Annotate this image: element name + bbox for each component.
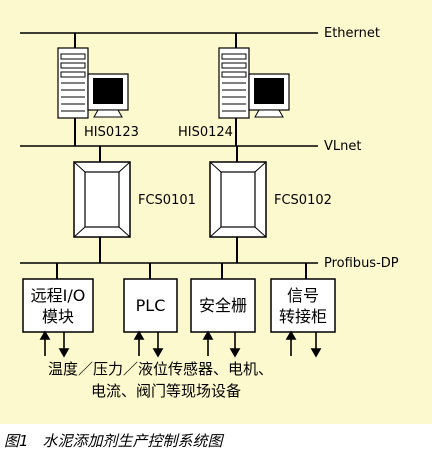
ethernet-label: Ethernet [324,26,380,41]
signal-cabinet-label: 信号 转接柜 [271,285,335,327]
plc-label: PLC [124,295,177,316]
plc-box [123,278,178,333]
workstation-1-label: HIS0123 [84,125,139,140]
diagram-graphics [20,32,336,358]
figure-number: 图1 [4,432,29,450]
remote-io-box [22,278,94,333]
plc-label-line1: PLC [135,296,166,315]
remote-io-label-line2: 模块 [41,307,74,326]
safety-barrier-label-line1: 安全栅 [198,296,247,315]
controller-1-label: FCS0101 [138,193,196,208]
remote-io-label: 远程I/O 模块 [23,285,93,327]
field-description-line2: 电流、阀门等现场设备 [91,382,242,400]
signal-cabinet-label-line2: 转接柜 [278,307,327,326]
controller-2 [209,146,267,263]
workstation-1 [57,33,129,146]
field-io-arrows [39,330,322,358]
vlnet-label: VLnet [324,139,362,154]
workstation-2 [218,33,290,146]
workstation-2-label: HIS0124 [178,125,233,140]
profibus-label: Profibus-DP [324,256,399,271]
figure-caption: 图1 水泥添加剂生产控制系统图 [0,424,432,458]
signal-cabinet-label-line1: 信号 [286,286,319,305]
safety-barrier-box [190,278,256,333]
signal-cabinet-box [270,278,336,333]
safety-barrier-label: 安全栅 [191,295,255,316]
field-description-line1: 温度／压力／液位传感器、电机、 [48,360,274,378]
controller-2-label: FCS0102 [274,193,332,208]
controller-1 [73,146,131,263]
remote-io-label-line1: 远程I/O [30,286,86,305]
figure-title: 水泥添加剂生产控制系统图 [42,432,223,450]
